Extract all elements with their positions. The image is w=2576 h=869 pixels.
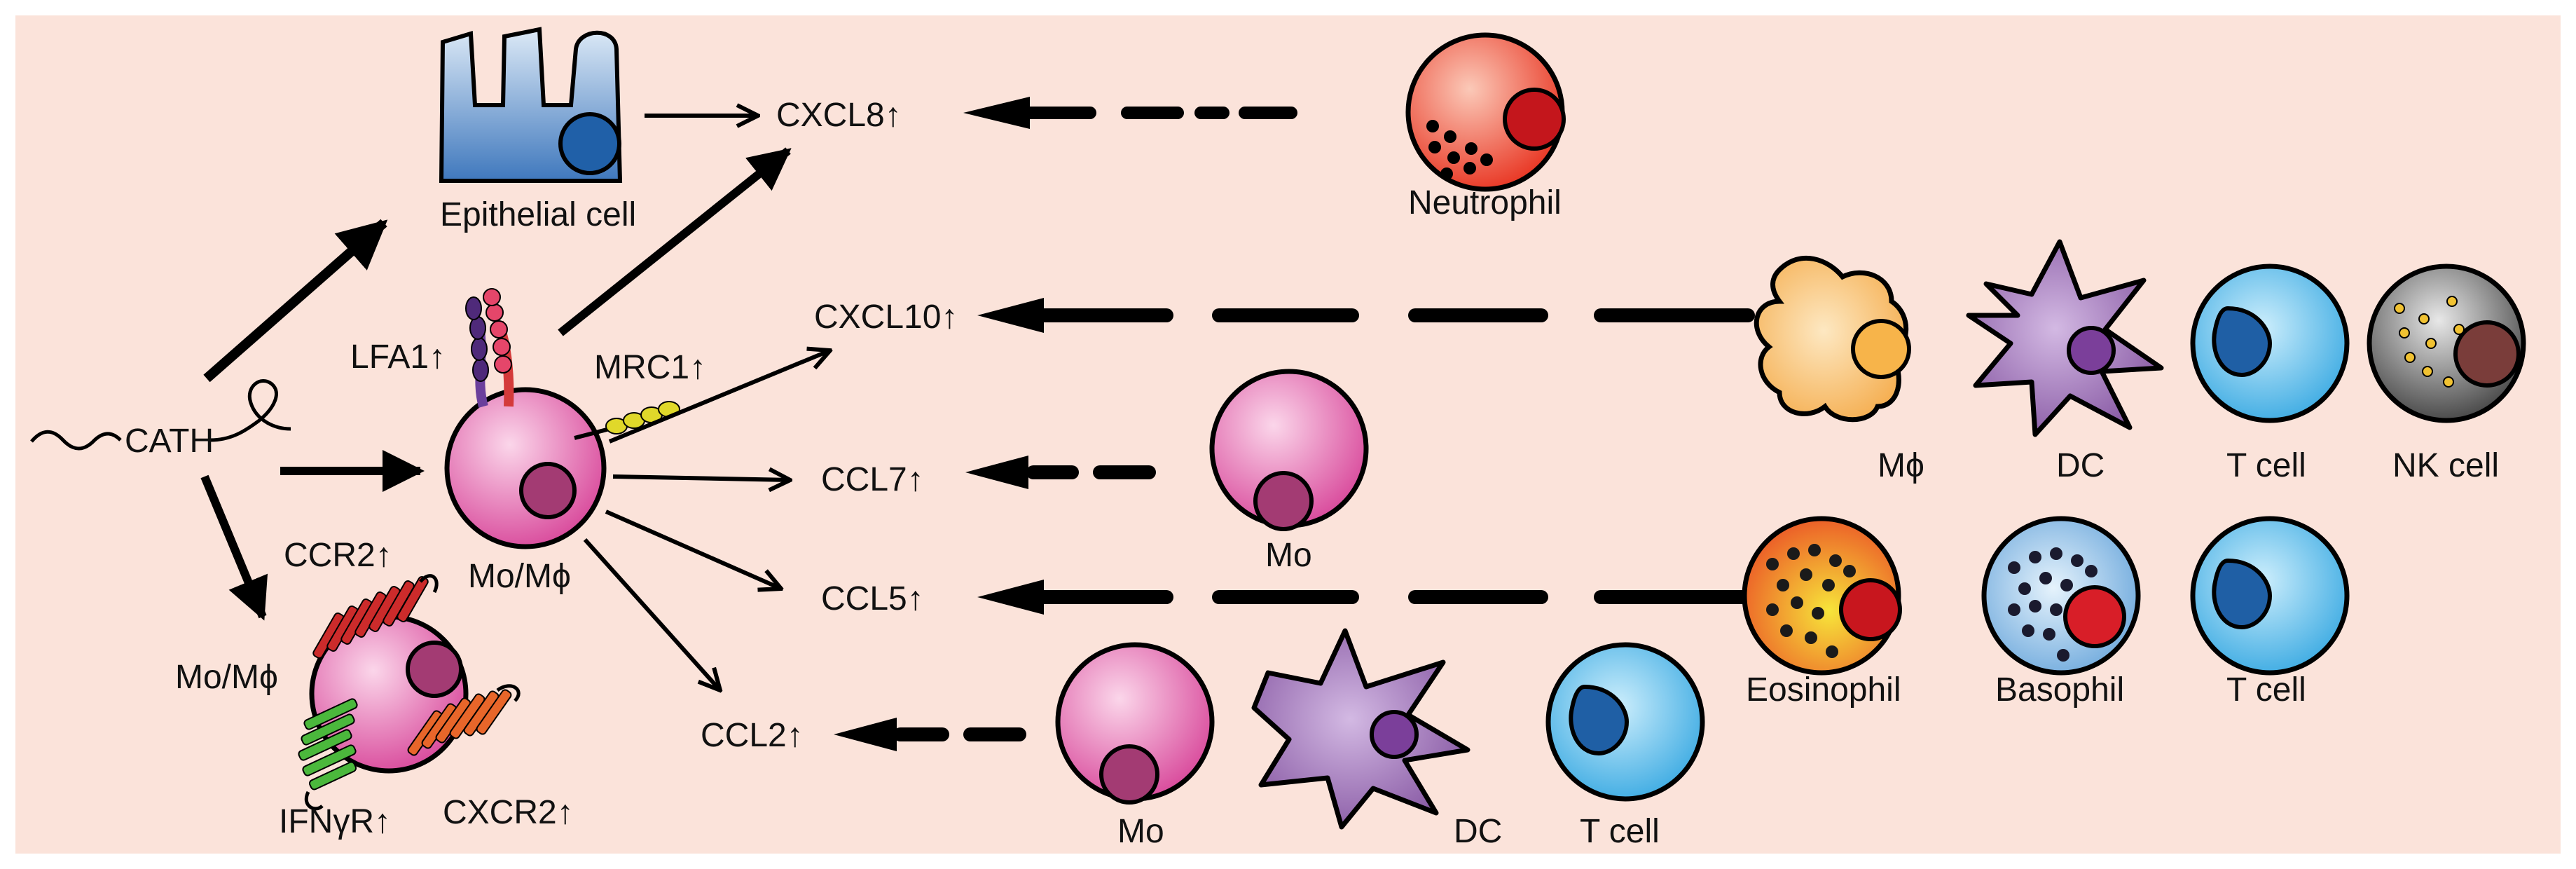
arrow-mo-to-cxcl8 xyxy=(558,147,792,336)
ccl5-label: CCL5↑ xyxy=(821,580,924,617)
mo-ccl7-label: Mo xyxy=(1265,537,1312,574)
cxcl10-label: CXCL10↑ xyxy=(814,299,958,336)
cxcr2-label: CXCR2↑ xyxy=(443,794,574,831)
mo-ccl7-icon xyxy=(1209,369,1369,531)
arrow-cath-to-mo-bottom xyxy=(200,474,268,621)
eosinophil-label: Eosinophil xyxy=(1746,671,1901,709)
dashed-arrow-to-cxcl10 xyxy=(977,298,1755,333)
arrow-mo-to-ccl2 xyxy=(583,538,720,690)
tcell-label-row1: T cell xyxy=(2226,447,2306,484)
basophil-label: Basophil xyxy=(1995,671,2124,709)
neutrophil-icon xyxy=(1405,32,1566,192)
mo-ccl2-label: Mo xyxy=(1117,813,1164,850)
mo-ccl2-icon xyxy=(1055,642,1215,805)
cath-label: CATH xyxy=(125,423,214,460)
tcell-ccl2-label: T cell xyxy=(1580,813,1660,850)
tcell-ccl2-icon xyxy=(1545,642,1705,802)
macrophage-label: Mϕ xyxy=(1878,447,1924,484)
lfa1-receptor-icon xyxy=(465,288,514,408)
mo-mphi-bottom-label: Mo/Mϕ xyxy=(175,659,278,696)
basophil-icon xyxy=(1981,516,2141,676)
dashed-arrow-neutrophil-to-cxcl8 xyxy=(963,97,1297,129)
tcell-icon-row1 xyxy=(2190,264,2350,423)
dashed-arrow-to-ccl5 xyxy=(977,580,1755,615)
epithelial-cell-label: Epithelial cell xyxy=(440,196,636,233)
ccr2-receptor-icon xyxy=(312,574,439,659)
cath-peptide xyxy=(30,379,291,451)
mrc1-label: MRC1↑ xyxy=(594,349,706,386)
dc-ccl2-icon xyxy=(1251,628,1470,830)
dc-icon-row1 xyxy=(1966,239,2164,437)
tcell-icon-row2 xyxy=(2190,516,2350,676)
ccl2-label: CCL2↑ xyxy=(701,717,804,754)
mo-mphi-center-icon xyxy=(444,387,607,549)
arrow-mo-to-cxcl10 xyxy=(608,350,830,444)
dashed-arrow-to-ccl7 xyxy=(965,456,1156,489)
nk-cell-label: NK cell xyxy=(2392,447,2499,484)
eosinophil-icon xyxy=(1742,516,1902,676)
neutrophil-label: Neutrophil xyxy=(1408,184,1562,221)
cxcr2-receptor-icon xyxy=(407,684,521,756)
dc-label-row1: DC xyxy=(2056,447,2105,484)
dc-ccl2-label: DC xyxy=(1454,813,1502,850)
dashed-arrow-to-ccl2 xyxy=(834,718,1026,751)
lfa1-label: LFA1↑ xyxy=(350,338,446,376)
epithelial-cell-icon xyxy=(439,27,623,183)
ifngr-receptor-icon xyxy=(298,698,358,811)
cxcl8-label: CXCL8↑ xyxy=(776,97,902,134)
arrow-mo-to-ccl7 xyxy=(612,477,790,480)
nk-cell-icon xyxy=(2367,264,2526,423)
ifngr-label: IFNγR↑ xyxy=(279,803,391,840)
arrow-mo-to-ccl5 xyxy=(605,509,781,589)
macrophage-icon xyxy=(1754,255,1911,423)
ccl7-label: CCL7↑ xyxy=(821,461,924,498)
arrow-cath-to-epithelial xyxy=(203,219,388,383)
ccr2-label: CCR2↑ xyxy=(284,537,392,574)
mo-mphi-center-label: Mo/Mϕ xyxy=(468,558,571,595)
tcell-label-row2: T cell xyxy=(2226,671,2306,709)
